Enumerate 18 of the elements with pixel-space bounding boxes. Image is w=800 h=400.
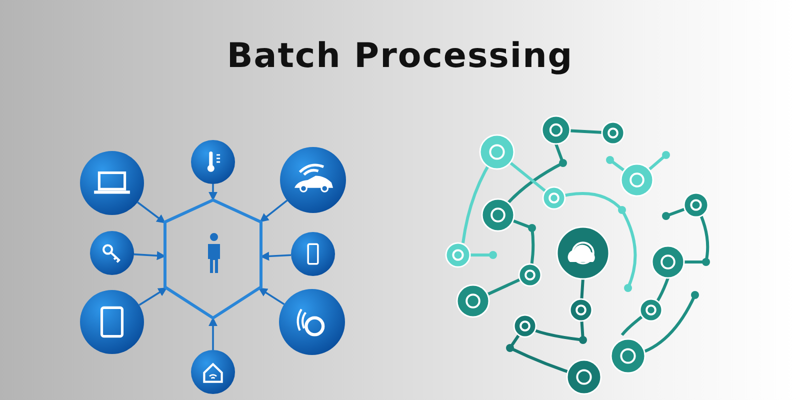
arrow (260, 252, 292, 261)
device-circle (291, 232, 335, 276)
title: Batch Processing (226, 36, 574, 76)
arrow (208, 184, 218, 201)
hexagon-shield (165, 200, 261, 318)
device-circle (80, 151, 144, 215)
device-circle (280, 147, 346, 213)
device-circle (279, 289, 345, 355)
device-circle (80, 290, 144, 354)
device-circle (191, 350, 235, 394)
device-circle (90, 231, 134, 275)
arrow (137, 202, 166, 224)
device-circle (191, 140, 235, 184)
arrow (260, 200, 288, 222)
arrow (134, 251, 166, 260)
arrow (258, 288, 285, 306)
arrow (208, 317, 218, 350)
arrow (138, 287, 168, 306)
